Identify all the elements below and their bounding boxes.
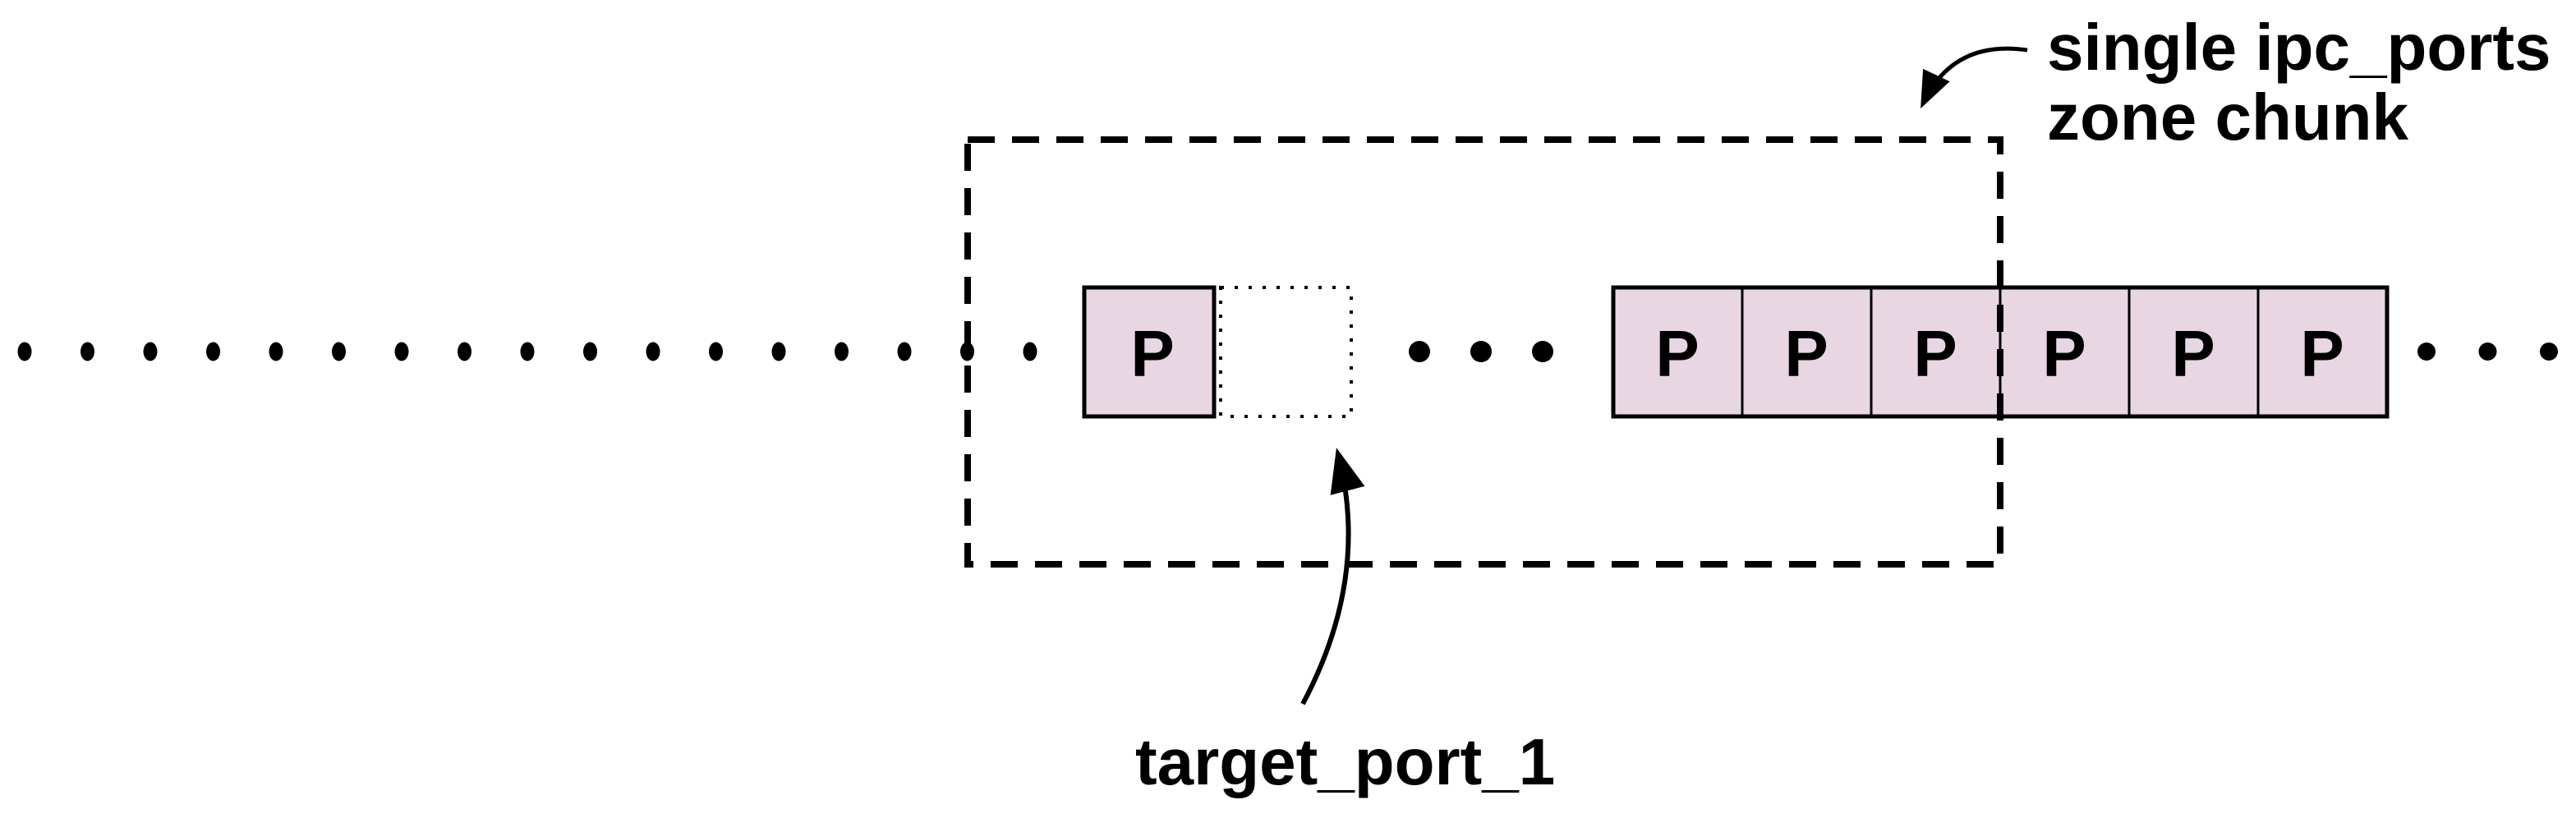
port-cell-label: P (2171, 317, 2215, 390)
ellipsis-dot (709, 342, 723, 361)
port-cell-label: P (1784, 317, 1828, 390)
ellipsis-dot (646, 342, 660, 361)
zone-chunk-dashed-box (964, 136, 2003, 568)
zone-chunk-arrow (1920, 46, 2028, 109)
ellipsis-dot (80, 342, 94, 361)
ellipsis-dot (17, 342, 32, 361)
port-cell-label: P (2042, 317, 2086, 390)
left-ellipsis-dots (17, 342, 1037, 361)
ellipsis-dot (2478, 343, 2497, 361)
right-ellipsis-dots (2417, 343, 2558, 361)
middle-ellipsis-dots (1409, 341, 1553, 362)
ellipsis-dot (143, 342, 158, 361)
ellipsis-dot (1532, 341, 1553, 362)
ellipsis-dot (206, 342, 220, 361)
ellipsis-dot (1023, 342, 1037, 361)
port-box-label: P (1130, 317, 1174, 390)
port-cell-label: P (1655, 317, 1699, 390)
zone-chunk-label-line1: single ipc_ports (2047, 11, 2551, 84)
ellipsis-dot (1409, 341, 1430, 362)
ellipsis-dot (2417, 343, 2436, 361)
ellipsis-dot (897, 342, 912, 361)
port-box (1082, 285, 1217, 419)
ellipsis-dot (1470, 341, 1492, 362)
ellipsis-dot (583, 342, 597, 361)
ellipsis-dot (269, 342, 283, 361)
port-cell-label: P (1913, 317, 1957, 390)
ellipsis-dot (520, 342, 535, 361)
ellipsis-dot (458, 342, 472, 361)
ellipsis-dot (771, 342, 786, 361)
ellipsis-dot (332, 342, 346, 361)
port-cell-label: P (2300, 317, 2344, 390)
ellipsis-dot (2540, 343, 2558, 361)
target-port-label: target_port_1 (1135, 725, 1555, 798)
ellipsis-dot (394, 342, 409, 361)
target-port-arrow (1300, 448, 1365, 706)
zone-chunk-label-line2: zone chunk (2047, 80, 2409, 154)
target-slot-box (1219, 286, 1353, 418)
ellipsis-dot (835, 342, 849, 361)
